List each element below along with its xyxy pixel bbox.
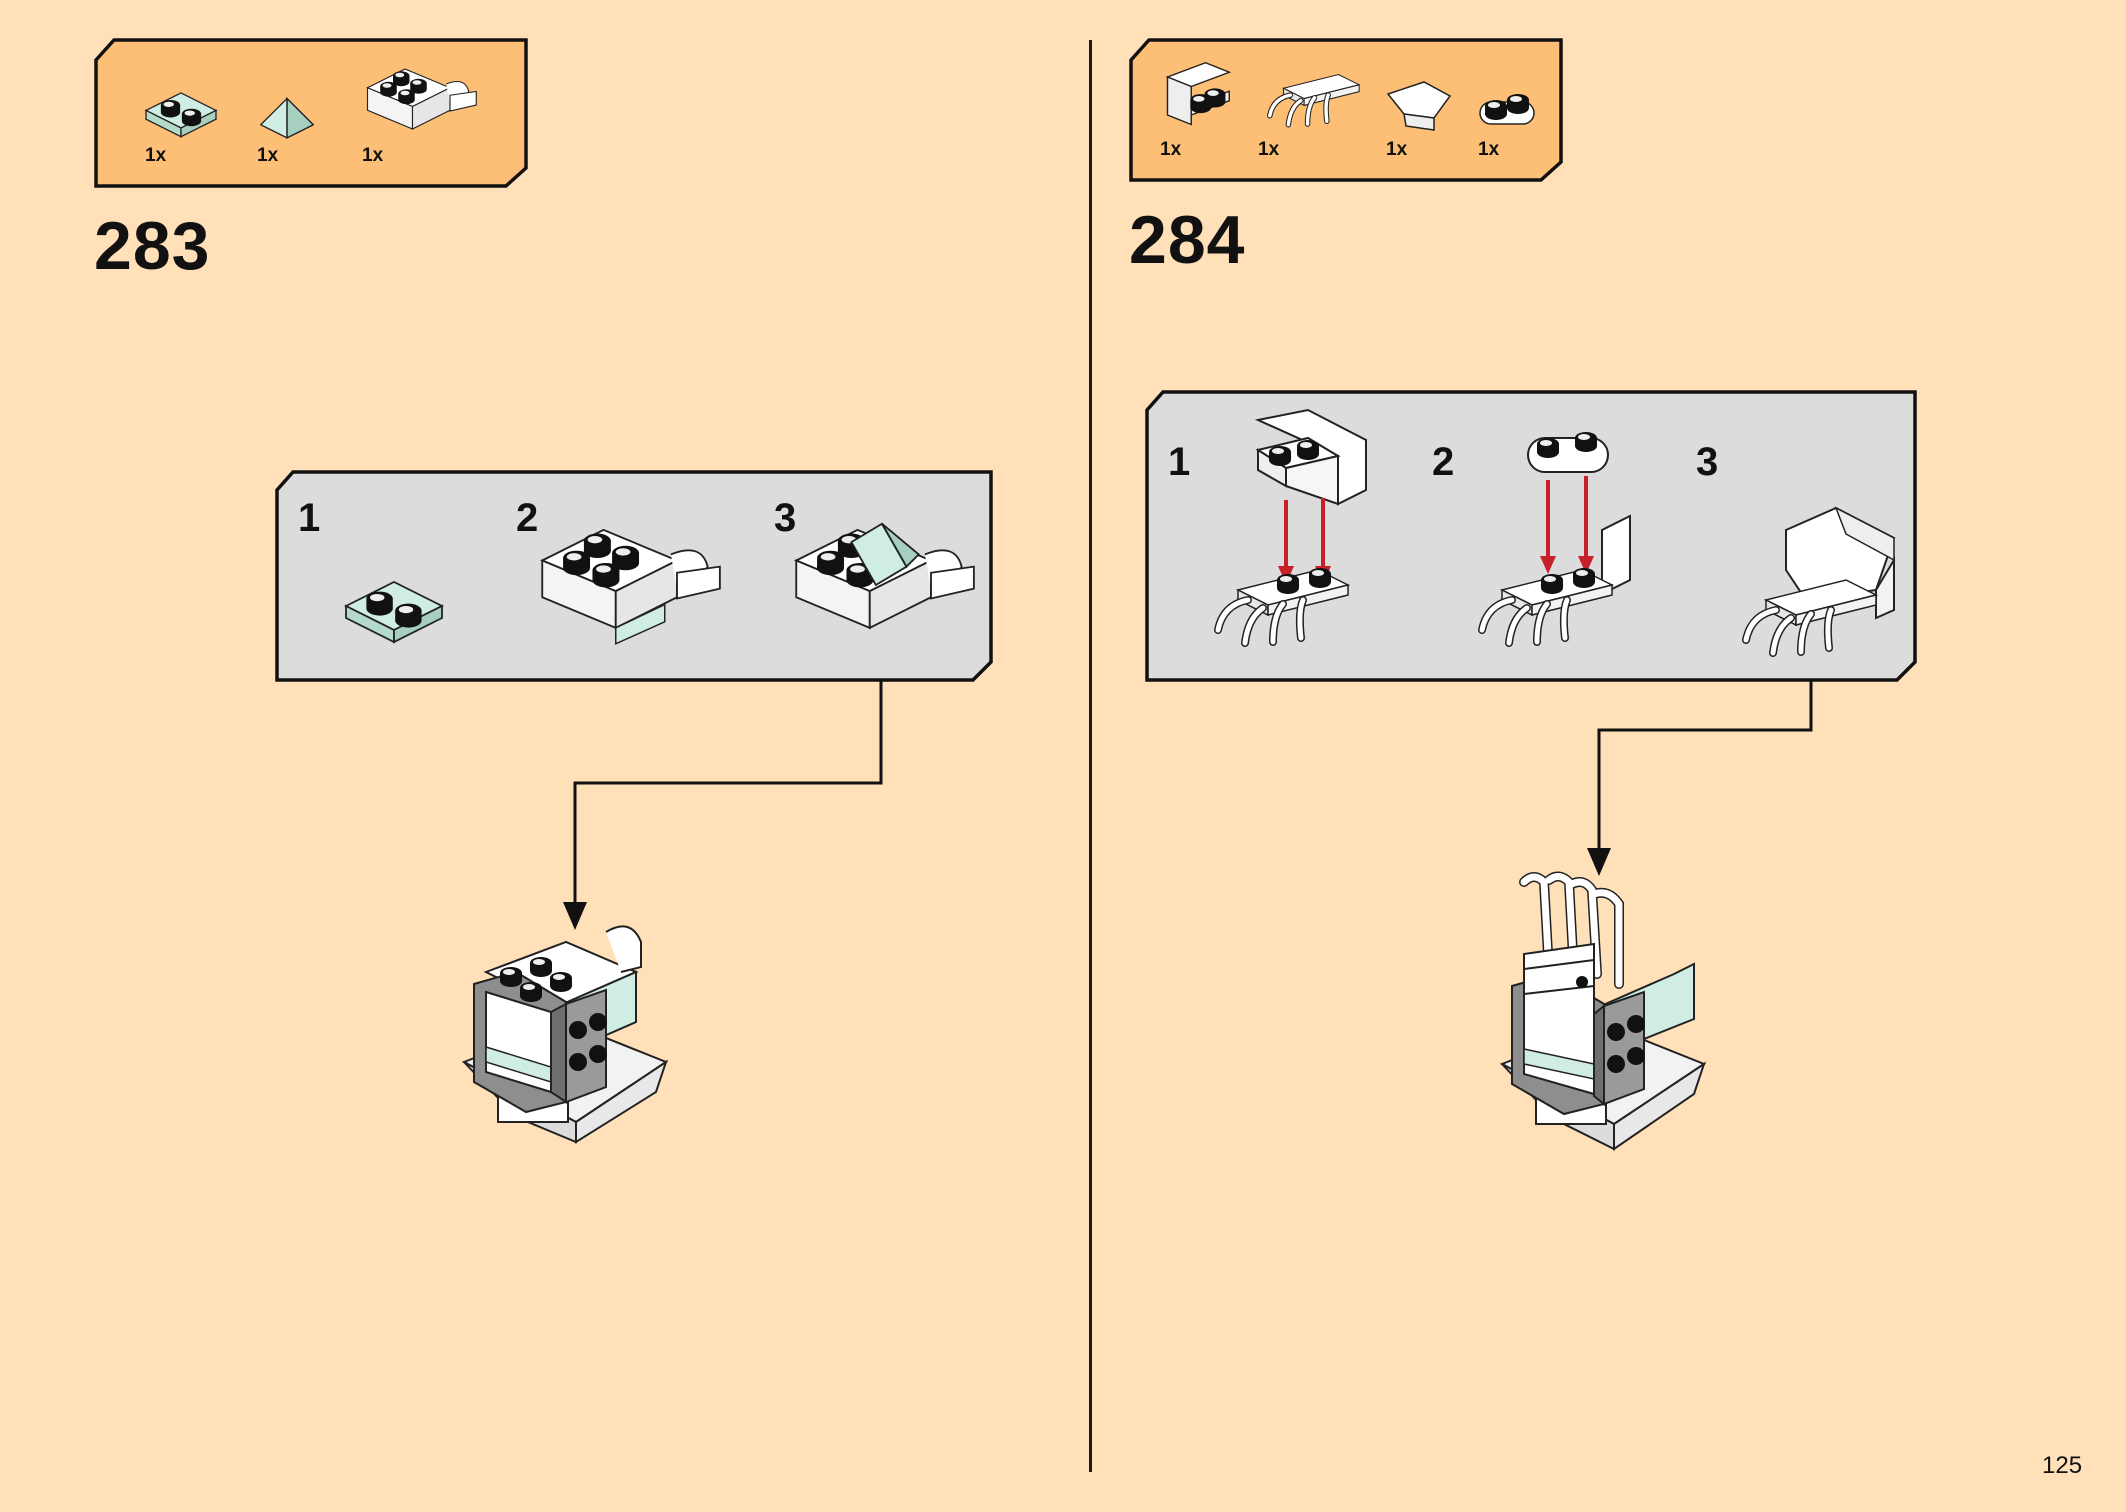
substep-3-clip-brick-with-slope-illustration xyxy=(784,522,980,650)
parts-callout-284 xyxy=(1129,38,1563,182)
substep-1-bracket-onto-claw-illustration xyxy=(1198,408,1367,660)
part-qty-284-1: 1x xyxy=(1160,139,1182,160)
part-qty-284-4: 1x xyxy=(1478,139,1500,160)
substep-label-283-3: 3 xyxy=(774,496,797,540)
substep-label-283-2: 2 xyxy=(516,496,539,540)
page-divider xyxy=(1089,40,1092,1472)
mint-slope-tile-icon xyxy=(260,97,314,139)
substep-label-284-1: 1 xyxy=(1168,440,1191,484)
substep-1-plate-illustration xyxy=(346,580,442,650)
white-claw-plate-icon xyxy=(1256,66,1366,138)
mint-plate-1x2-icon xyxy=(146,92,216,142)
substep-label-284-2: 2 xyxy=(1432,440,1455,484)
part-qty-283-3: 1x xyxy=(362,145,384,166)
part-qty-283-2: 1x xyxy=(257,145,279,166)
connector-arrow-283 xyxy=(563,680,883,930)
page-number: 125 xyxy=(2042,1452,2083,1479)
part-qty-284-3: 1x xyxy=(1386,139,1408,160)
connector-arrow-284 xyxy=(1587,680,1813,876)
substep-3-wedge-on-claw-illustration xyxy=(1726,506,1896,660)
substep-label-283-1: 1 xyxy=(298,496,321,540)
substep-label-284-3: 3 xyxy=(1696,440,1719,484)
substep-2-round-plate-onto-bracket-illustration xyxy=(1462,432,1631,660)
assembled-model-284 xyxy=(1499,871,1707,1151)
white-round-plate-icon xyxy=(1479,94,1535,125)
step-number-283: 283 xyxy=(94,208,211,284)
part-qty-283-1: 1x xyxy=(145,145,167,166)
white-bracket-icon xyxy=(1165,61,1232,126)
part-qty-284-2: 1x xyxy=(1258,139,1280,160)
white-wedge-slope-icon xyxy=(1386,81,1452,131)
assembled-model-283 xyxy=(461,925,669,1144)
substep-2-clip-brick-illustration xyxy=(530,520,726,645)
step-number-284: 284 xyxy=(1129,202,1246,278)
white-clip-brick-icon xyxy=(360,58,480,140)
